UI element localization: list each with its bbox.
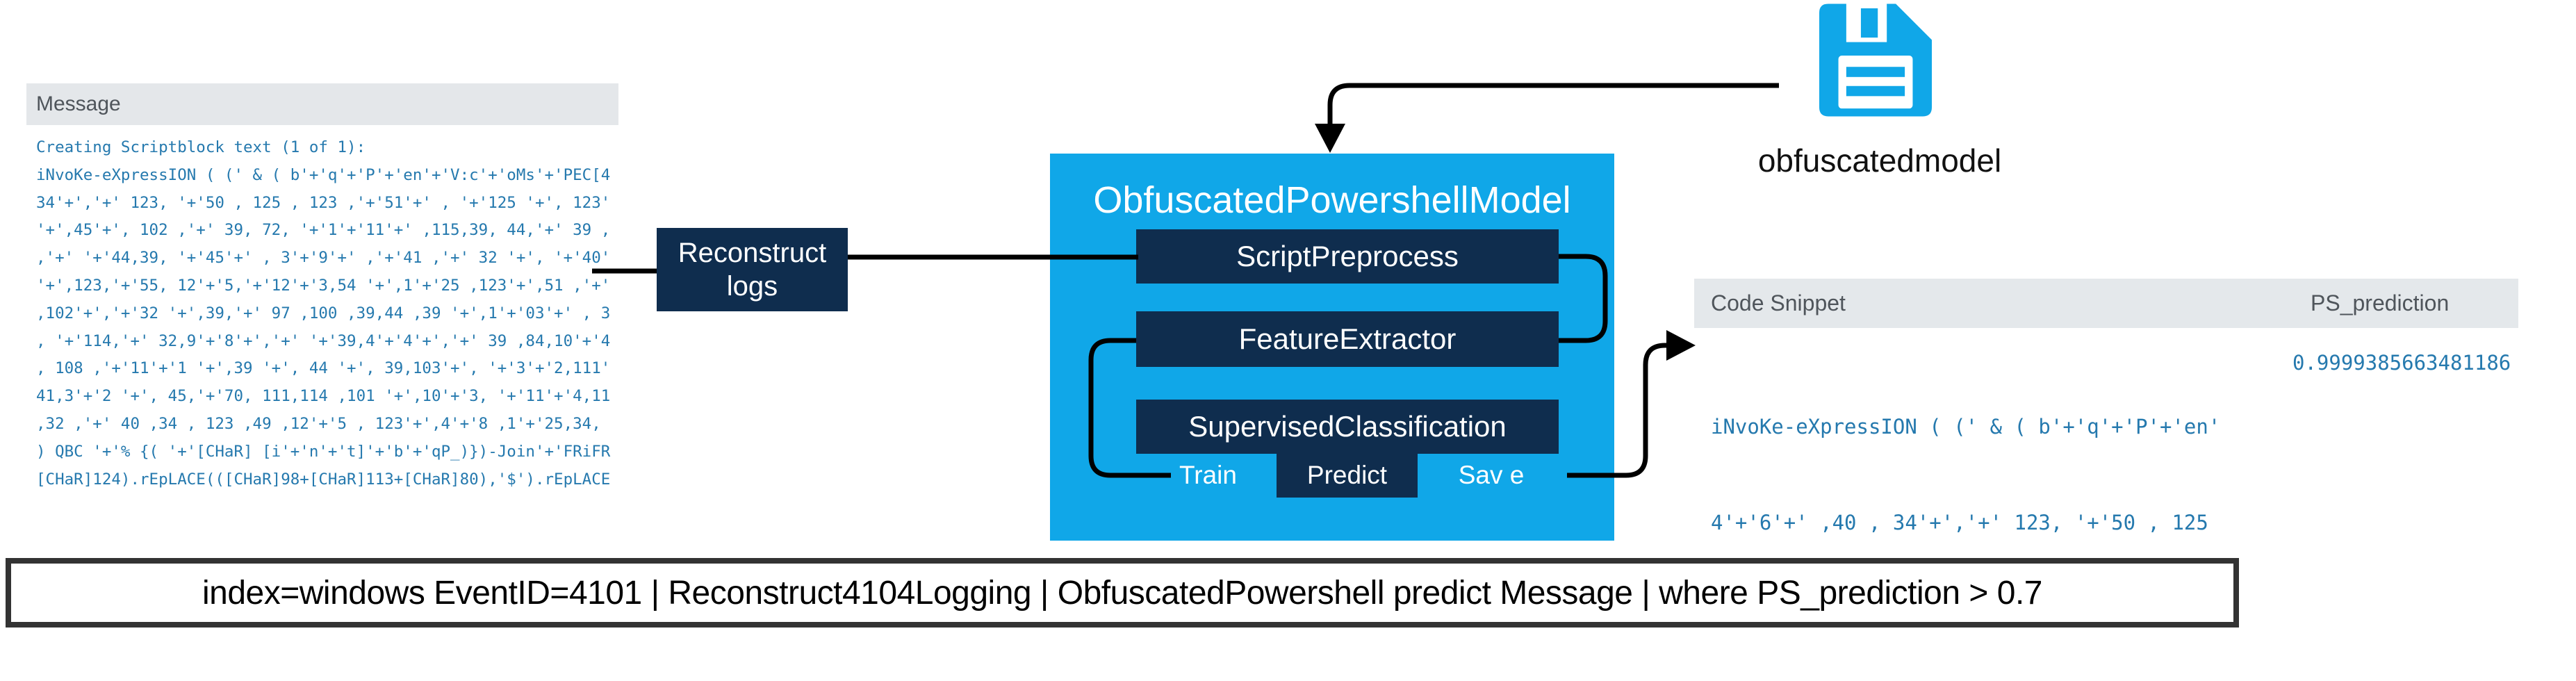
message-log-text: Creating Scriptblock text (1 of 1): iNvo… (26, 134, 618, 504)
stage-scriptpreprocess: ScriptPreprocess (1136, 229, 1559, 284)
message-line: , 108 ,'+'11'+'1 '+',39 '+', 44 '+', 39,… (36, 359, 611, 378)
message-line: ,32 ,'+' 40 ,34 , 123 ,49 ,12'+'5 , 123'… (36, 414, 601, 433)
action-train: Train (1179, 461, 1237, 489)
result-code-line: iNvoKe-eXpressION ( (' & ( b'+'q'+'P'+'e… (1711, 415, 2221, 438)
stage-featureextractor: FeatureExtractor (1136, 311, 1559, 367)
action-save: Sav e (1458, 461, 1525, 489)
message-line: 41,3'+'2 '+', 45,'+'70, 111,114 ,101 '+'… (36, 387, 611, 406)
reconstruct-logs-node: Reconstruct logs (657, 228, 848, 311)
message-column-label: Message (36, 92, 121, 115)
spl-query-bar: index=windows EventID=4101 | Reconstruct… (6, 558, 2239, 627)
result-code-line: 4'+'6'+' ,40 , 34'+','+' 123, '+'50 , 12… (1711, 511, 2208, 534)
message-line: , '+'114,'+' 32,9'+'8'+','+' '+'39,4'+'4… (36, 331, 611, 350)
column-code-snippet: Code Snippet (1711, 290, 1846, 315)
model-title: ObfuscatedPowershellModel (1093, 179, 1571, 221)
stage-supervisedclassification: SupervisedClassification (1136, 400, 1559, 454)
results-table-header: Code Snippet PS_prediction (1694, 279, 2518, 328)
message-line: '+',45'+', 102 ,'+' 39, 72, '+'1'+'11'+'… (36, 221, 611, 240)
arrowhead-to-results (1666, 330, 1696, 361)
message-line: iNvoKe-eXpressION ( (' & ( b'+'q'+'P'+'e… (36, 165, 611, 184)
reconstruct-logs-label: Reconstruct logs (678, 238, 827, 302)
message-line: ) QBC '+'% {( '+'[CHaR] [i'+'n'+'t]'+'b'… (36, 442, 611, 461)
result-row-code: iNvoKe-eXpressION ( (' & ( b'+'q'+'P'+'e… (1711, 347, 2274, 602)
message-line: 34'+','+' 123, '+'50 , 125 , 123 ,'+'51'… (36, 193, 611, 212)
message-line: [CHaR]124).rEpLACE(([CHaR]98+[CHaR]113+[… (36, 470, 611, 489)
column-ps-prediction: PS_prediction (2311, 290, 2450, 315)
message-column-header: Message (26, 83, 618, 125)
connector-model-file-to-model (1327, 83, 1779, 136)
message-line: '+',123,'+'55, 12'+'5,'+'12'+'3,54 '+',1… (36, 276, 611, 295)
message-line: ,'+' '+'44,39, '+'45'+' , 3'+'9'+' ,'+'4… (36, 249, 611, 268)
model-file-name: obfuscatedmodel (1757, 142, 2002, 179)
message-line: ,102'+','+'32 '+',39,'+' 97 ,100 ,39,44 … (36, 304, 611, 322)
message-line: Creating Scriptblock text (1 of 1): (36, 138, 366, 156)
arrowhead-to-model (1315, 124, 1345, 153)
obfuscated-powershell-model-box: ObfuscatedPowershellModel ScriptPreproce… (1050, 154, 1614, 541)
floppy-disk-icon (1819, 3, 1932, 117)
action-predict: Predict (1277, 453, 1418, 498)
spl-query-text: index=windows EventID=4101 | Reconstruct… (202, 574, 2043, 612)
result-row-prediction: 0.9999385663481186 (2292, 351, 2511, 375)
